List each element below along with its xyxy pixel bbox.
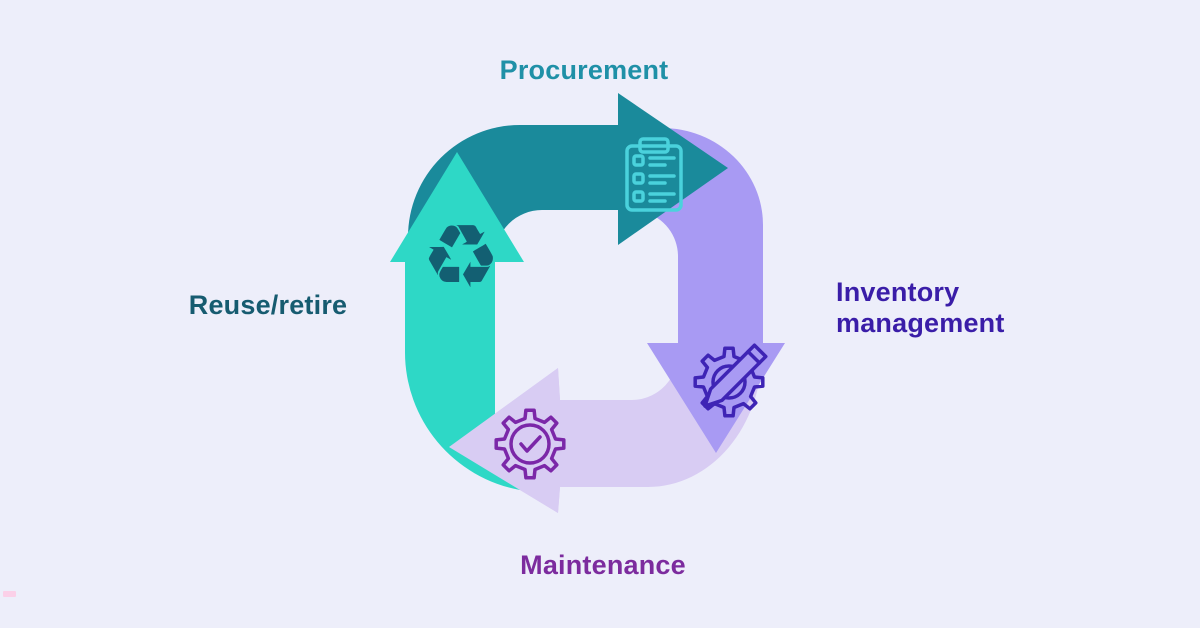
label-reuse-retire: Reuse/retire [188, 290, 348, 320]
recycle-icon: ♻ [422, 205, 501, 308]
reuse-retire-arrow [390, 152, 524, 490]
label-procurement: Procurement [499, 55, 669, 85]
pink-artifact-mark [3, 591, 16, 597]
gear-check-icon [494, 408, 566, 480]
label-inventory-management: Inventory management [836, 277, 1005, 339]
pencil-glyph [703, 343, 768, 408]
gear-pencil-icon [693, 343, 768, 418]
clipboard-checklist-icon [625, 137, 683, 212]
label-maintenance: Maintenance [520, 550, 686, 580]
